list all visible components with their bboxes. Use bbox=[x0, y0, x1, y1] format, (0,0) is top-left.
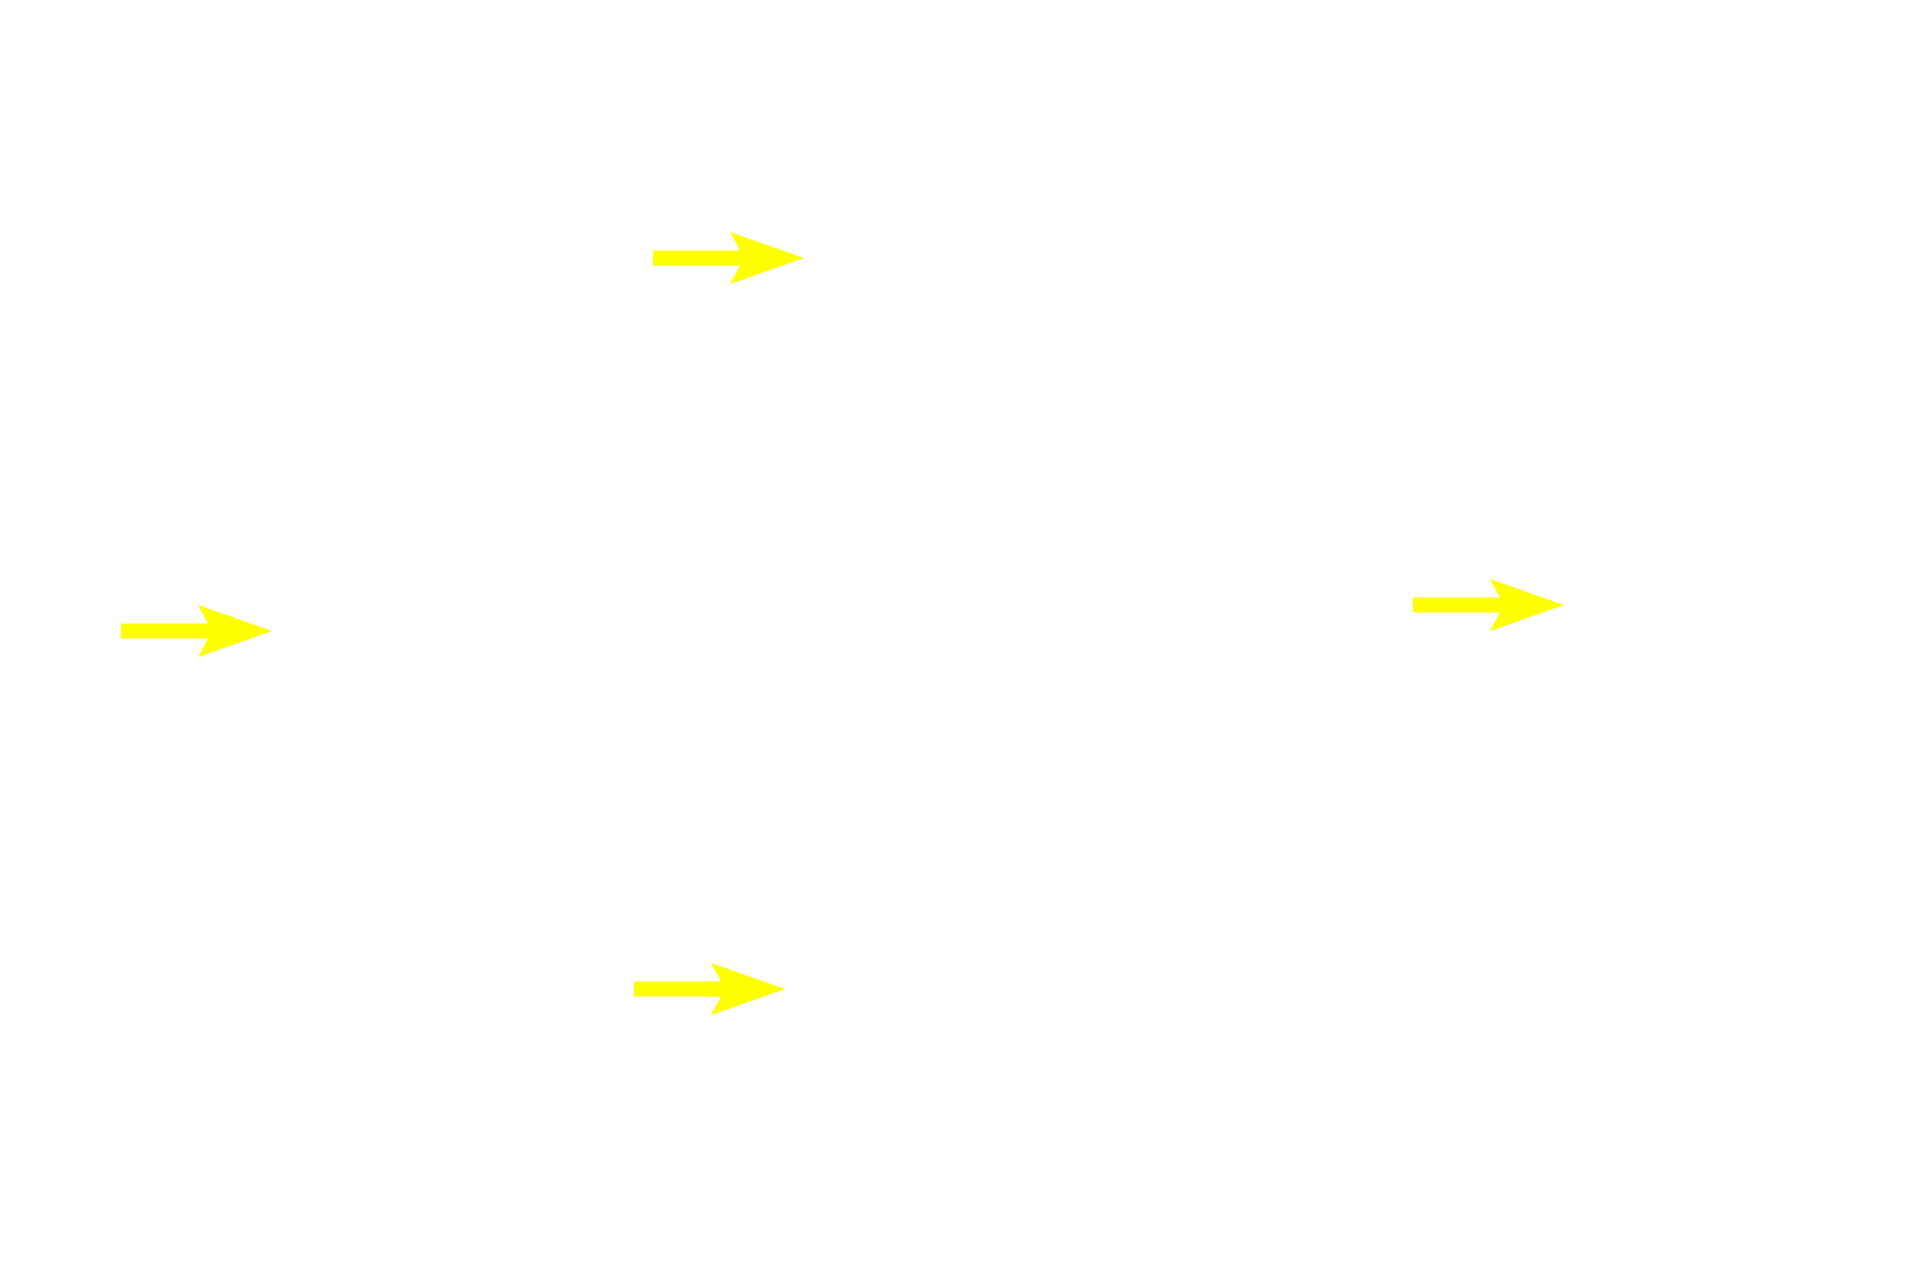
arrow-right-icon bbox=[653, 232, 804, 284]
arrow-right-icon bbox=[1413, 579, 1564, 631]
arrow-right-icon bbox=[121, 605, 272, 657]
arrow-right-icon bbox=[634, 963, 785, 1015]
